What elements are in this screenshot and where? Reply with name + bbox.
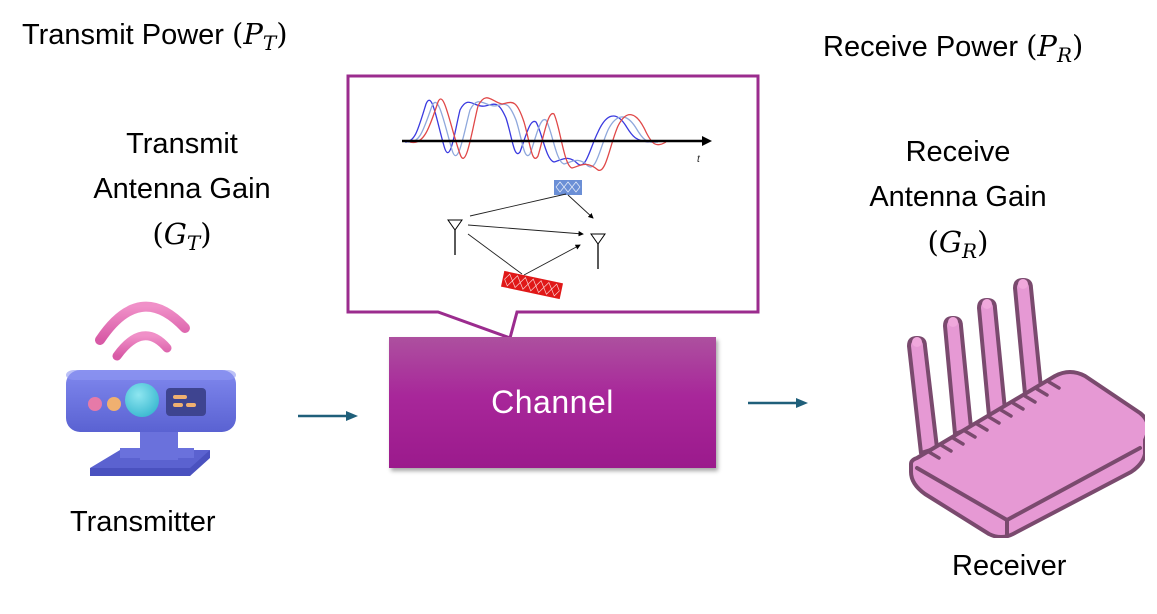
time-axis-label: t [697, 154, 701, 165]
waveform-red [409, 97, 667, 171]
direct-path [467, 224, 584, 237]
waveform-blue [404, 99, 653, 166]
time-axis-arrowhead [702, 136, 712, 146]
receive-power-label: Receive Power (PR) [823, 29, 1084, 67]
led-pink [88, 397, 102, 411]
waveform-plot: t [402, 97, 712, 171]
path-to-blue-reflector [469, 193, 567, 217]
transmitter-device-icon [66, 301, 236, 476]
callout-border [346, 74, 760, 340]
gain-symbol: G [163, 216, 187, 251]
signal-arc-inner [112, 331, 172, 361]
arrow-tx-to-channel [298, 411, 358, 421]
path-red-reflector-to-rx [523, 244, 581, 276]
red-reflector [500, 270, 564, 300]
receive-antenna-gain-label: Receive Antenna Gain (GR) [869, 136, 1047, 263]
signal-arc-outer [95, 301, 190, 345]
receiver-label: Receiver [952, 550, 1067, 582]
gain-symbol: G [938, 224, 963, 259]
path-to-red-reflector [467, 233, 523, 275]
dial-knob [125, 383, 159, 417]
transmitter-label: Transmitter [70, 506, 216, 538]
vent-slots [927, 380, 1061, 460]
antenna-4 [1013, 278, 1043, 396]
antenna-2 [943, 316, 973, 436]
tx-antenna-icon [447, 219, 463, 255]
channel-label: Channel [491, 384, 614, 420]
power-symbol: P [1037, 29, 1057, 63]
channel-block: Channel [389, 337, 716, 468]
rx-antenna-icon [590, 233, 606, 269]
transmit-antenna-gain-label: Transmit Antenna Gain (GT) [93, 128, 271, 255]
transmit-power-label: Transmit Power (PT) [22, 17, 288, 55]
waveform-lightblue [407, 101, 659, 168]
power-symbol: P [243, 17, 263, 51]
path-blue-reflector-to-rx [567, 194, 594, 219]
multipath-diagram [447, 180, 606, 300]
receiver-device-icon [907, 278, 1145, 538]
led-orange [107, 397, 121, 411]
router-body [909, 370, 1145, 538]
antenna-3 [977, 298, 1007, 418]
channel-callout: t [346, 74, 760, 340]
arrow-channel-to-rx [748, 398, 808, 408]
antenna-1 [907, 336, 939, 455]
display-panel [166, 388, 206, 416]
